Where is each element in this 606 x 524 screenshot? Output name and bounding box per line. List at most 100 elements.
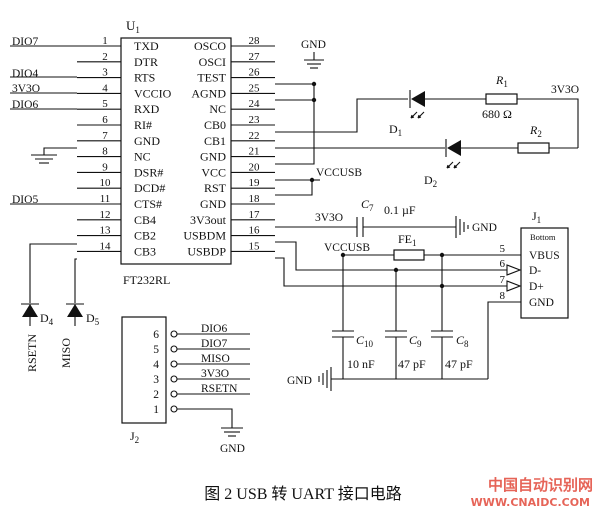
wire-usbdp bbox=[275, 257, 507, 287]
ic-pin-number-10: 10 bbox=[100, 177, 112, 189]
diode-d1 bbox=[409, 90, 486, 119]
resistor-r1-label: R1 bbox=[495, 73, 508, 89]
resistor-r2 bbox=[517, 142, 550, 154]
capacitor-c10 bbox=[332, 255, 354, 379]
diode-d5 bbox=[66, 303, 84, 326]
ic-pin-number-24: 24 bbox=[249, 98, 261, 110]
connector-j2-pin-number-1: 1 bbox=[153, 404, 159, 416]
wire-cb3-d5 bbox=[74, 258, 77, 303]
ic-pin-name-20: VCC bbox=[201, 165, 226, 179]
ic-pin-number-6: 6 bbox=[102, 114, 108, 126]
net-label-gnd-j2: GND bbox=[220, 443, 245, 455]
ic-pin-name-28: OSCO bbox=[194, 39, 226, 53]
capacitor-c7 bbox=[356, 217, 456, 237]
figure-caption: 图 2 USB 转 UART 接口电路 bbox=[204, 485, 401, 503]
ic-u1-part: FT232RL bbox=[123, 273, 170, 287]
connector-j1-pin-name-5: VBUS bbox=[529, 250, 560, 262]
ic-pin-number-11: 11 bbox=[100, 193, 111, 205]
ic-pin-name-11: CTS# bbox=[134, 197, 162, 211]
net-label-3v3o-pin17: 3V3O bbox=[315, 212, 343, 224]
ic-pin-number-7: 7 bbox=[102, 130, 108, 142]
connector-j2-net-dio6: DIO6 bbox=[201, 323, 227, 335]
capacitor-c9 bbox=[385, 270, 407, 379]
net-label-gnd-caps: GND bbox=[287, 375, 312, 387]
ic-pin-number-28: 28 bbox=[249, 35, 261, 47]
ic-pin-number-16: 16 bbox=[249, 225, 261, 237]
diode-d1-label: D1 bbox=[389, 122, 402, 138]
ic-pin-name-1: TXD bbox=[134, 39, 159, 53]
arrow-d-minus bbox=[506, 264, 522, 276]
ic-u1-body bbox=[120, 37, 232, 265]
net-label-rsetn: RSETN bbox=[25, 334, 39, 372]
wire-usbdm bbox=[275, 241, 507, 271]
ic-pin-name-13: CB2 bbox=[134, 229, 156, 243]
net-label-miso: MISO bbox=[59, 338, 73, 368]
connector-j2-pin-number-4: 4 bbox=[153, 359, 159, 371]
ic-pin-number-22: 22 bbox=[249, 130, 260, 142]
ic-pin-number-26: 26 bbox=[249, 67, 261, 79]
ic-pin-name-4: VCCIO bbox=[134, 86, 172, 100]
net-label-3v3o-top-right: 3V3O bbox=[551, 84, 579, 96]
right-top-nets: GND D1 R1 680 Ω 3V3O bbox=[275, 39, 579, 196]
ic-pin-number-3: 3 bbox=[102, 67, 108, 79]
ferrite-fe1 bbox=[393, 249, 425, 261]
diode-d5-label: D5 bbox=[86, 311, 100, 327]
ic-pin-number-2: 2 bbox=[102, 51, 108, 63]
net-label-gnd-c7: GND bbox=[472, 222, 497, 234]
net-label-gnd-top: GND bbox=[301, 39, 326, 51]
connector-j2-pin-4 bbox=[170, 360, 178, 368]
ic-pin-name-23: CB0 bbox=[204, 118, 226, 132]
usb-area: VCCUSB FE1 bbox=[275, 232, 522, 391]
connector-j1-ref: J1 bbox=[532, 209, 541, 225]
connector-j2-body bbox=[121, 316, 167, 424]
ground-symbol-pin7 bbox=[31, 154, 57, 164]
ic-u1-ref: U1 bbox=[126, 18, 140, 35]
ground-symbol-j2 bbox=[221, 427, 243, 437]
c7-area: 3V3O C7 0.1 µF GND bbox=[275, 197, 497, 238]
capacitor-c7-label: C7 bbox=[361, 197, 374, 213]
wire-cb0-d1 bbox=[275, 98, 408, 133]
connector-j1-pin-name-8: GND bbox=[529, 297, 554, 309]
connector-j2-net-rsetn: RSETN bbox=[201, 383, 238, 395]
wire-cb2-d4 bbox=[29, 243, 77, 303]
ic-pin-name-3: RTS bbox=[134, 71, 155, 85]
ic-pin-name-10: DCD# bbox=[134, 181, 165, 195]
ic-pin-name-26: TEST bbox=[197, 71, 226, 85]
resistor-r1 bbox=[485, 93, 518, 105]
wire-j2-pin1-gnd bbox=[177, 408, 233, 428]
ic-pin-number-13: 13 bbox=[100, 225, 112, 237]
ic-pin-name-16: USBDM bbox=[183, 229, 226, 243]
connector-j1-title: Bottom bbox=[530, 232, 556, 242]
wire-r1-3v3o bbox=[517, 98, 579, 148]
connector-j1-pin-number-8: 8 bbox=[500, 290, 506, 302]
ic-pin-number-17: 17 bbox=[249, 209, 261, 221]
ic-pin-name-12: CB4 bbox=[134, 213, 156, 227]
watermark-line2: WWW.CNAIDC.COM bbox=[471, 496, 590, 509]
capacitor-c10-value: 10 nF bbox=[347, 357, 375, 371]
ic-pin-number-23: 23 bbox=[249, 114, 261, 126]
wire-gnd-bus bbox=[275, 83, 315, 165]
connector-j2-pin-6 bbox=[170, 330, 178, 338]
ic-pin-name-24: NC bbox=[209, 102, 226, 116]
ic-pin-name-2: DTR bbox=[134, 55, 158, 69]
ic-pin-name-17: 3V3out bbox=[190, 213, 227, 227]
diode-d4 bbox=[21, 303, 39, 326]
left-nets: DIO7 DIO4 3V3O DIO6 DIO5 D4 D5 bbox=[12, 36, 100, 372]
net-label-3v3o-left: 3V3O bbox=[12, 83, 40, 95]
ic-pin-name-5: RXD bbox=[134, 102, 160, 116]
resistor-r1-value: 680 Ω bbox=[482, 107, 512, 121]
ic-pin-number-21: 21 bbox=[249, 146, 260, 158]
connector-j1-pin-number-7: 7 bbox=[500, 274, 506, 286]
capacitor-c8-value: 47 pF bbox=[445, 357, 473, 371]
connector-j2-net-3v3o: 3V3O bbox=[201, 368, 229, 380]
ground-symbol-c7 bbox=[455, 216, 469, 238]
capacitor-c10-label: C10 bbox=[356, 333, 374, 349]
ic-pin-name-18: GND bbox=[200, 197, 226, 211]
net-label-dio5: DIO5 bbox=[12, 194, 38, 206]
